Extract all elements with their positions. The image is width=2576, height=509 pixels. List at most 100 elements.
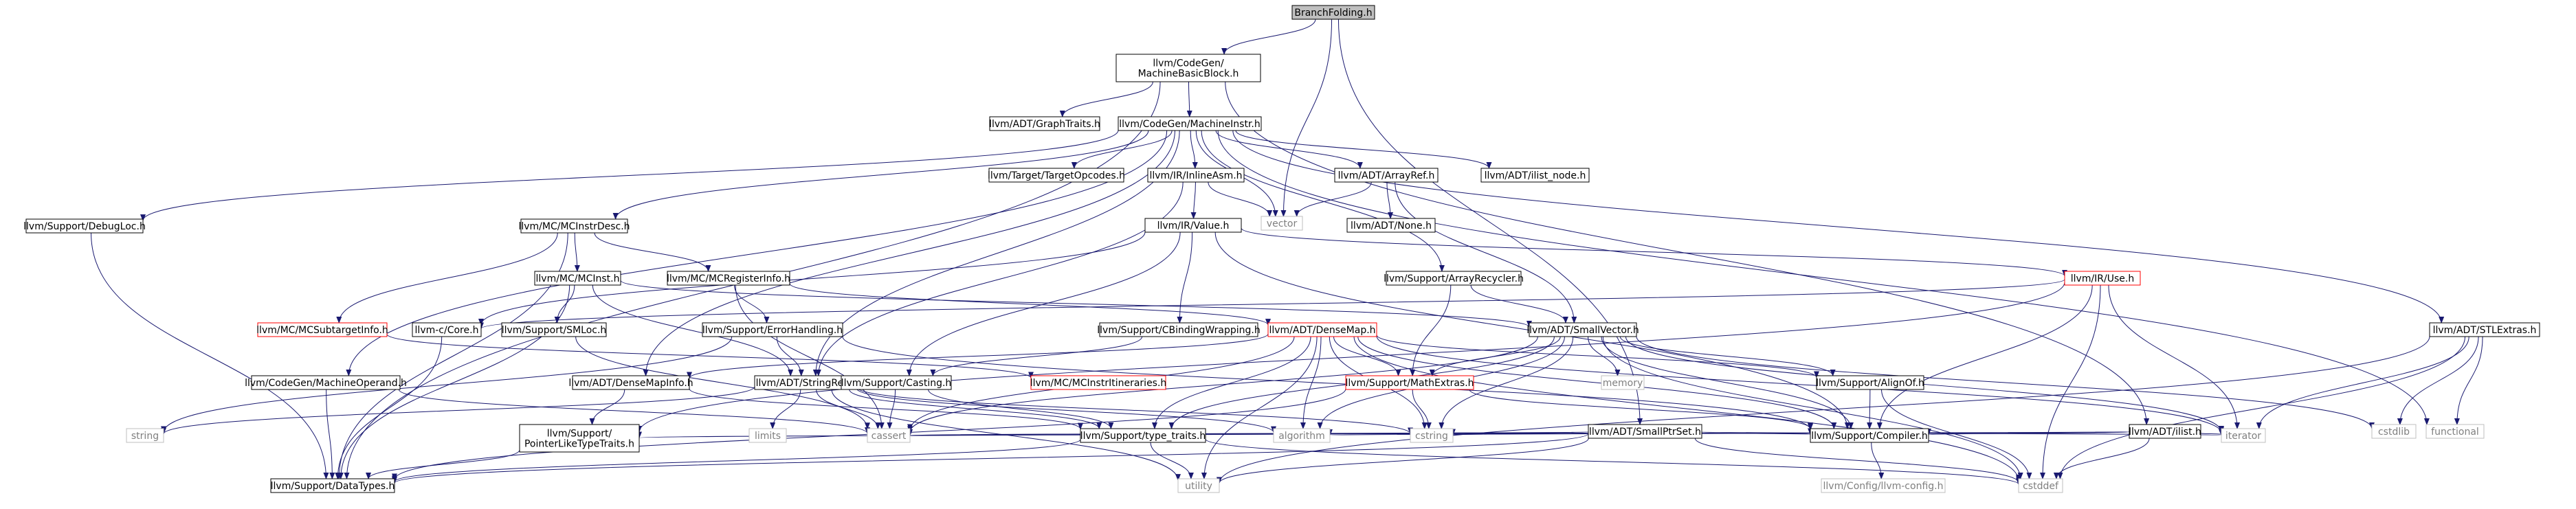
node-label: algorithm bbox=[1278, 431, 1325, 442]
node-datatypes[interactable]: llvm/Support/DataTypes.h bbox=[270, 478, 395, 493]
node-graphtraits[interactable]: llvm/ADT/GraphTraits.h bbox=[989, 116, 1100, 131]
node-mathextras[interactable]: llvm/Support/MathExtras.h bbox=[1345, 375, 1474, 390]
edge-machineinstr-to-stringref bbox=[812, 130, 1180, 376]
node-smallvector[interactable]: llvm/ADT/SmallVector.h bbox=[1526, 322, 1639, 337]
node-pointerlike[interactable]: llvm/Support/PointerLikeTypeTraits.h bbox=[519, 424, 640, 453]
node-machineoperand[interactable]: llvm/CodeGen/MachineOperand.h bbox=[245, 375, 407, 390]
node-limits[interactable]: limits bbox=[748, 428, 787, 443]
node-alignof[interactable]: llvm/Support/AlignOf.h bbox=[1816, 375, 1924, 390]
node-smloc[interactable]: llvm/Support/SMLoc.h bbox=[501, 322, 607, 337]
node-root[interactable]: BranchFolding.h bbox=[1291, 5, 1375, 20]
node-box bbox=[572, 375, 690, 390]
node-box bbox=[1080, 428, 1206, 443]
node-mcsubtarget[interactable]: llvm/MC/MCSubtargetInfo.h bbox=[256, 322, 388, 337]
edge-machineinstr-to-stlextras bbox=[1232, 130, 2445, 324]
node-arrayrecycler[interactable]: llvm/Support/ArrayRecycler.h bbox=[1384, 271, 1524, 286]
node-debugloc[interactable]: llvm/Support/DebugLoc.h bbox=[23, 218, 146, 234]
node-label: llvm/Support/CBindingWrapping.h bbox=[1097, 325, 1260, 336]
node-box bbox=[1816, 375, 1924, 390]
edge-smallptrset-to-cassert bbox=[909, 429, 1589, 436]
node-mcinstrdesc[interactable]: llvm/MC/MCInstrDesc.h bbox=[518, 218, 630, 234]
node-algorithm[interactable]: algorithm bbox=[1273, 428, 1331, 443]
node-mcinstritin[interactable]: llvm/MC/MCInstrItineraries.h bbox=[1030, 375, 1167, 390]
edge-arrayref-to-smallvector bbox=[1395, 181, 1577, 324]
edge-mcinst-to-smloc bbox=[554, 284, 575, 324]
node-iterator[interactable]: iterator bbox=[2221, 428, 2266, 443]
node-cassert[interactable]: cassert bbox=[867, 428, 911, 443]
edge-pointerlike-to-datatypes bbox=[366, 449, 520, 479]
node-label: llvm/Support/Compiler.h bbox=[1811, 431, 1928, 442]
edge-smallvector-to-alignof bbox=[1619, 336, 1836, 376]
edge-alignof-to-compiler bbox=[1867, 389, 1873, 429]
node-label: llvm/Support/SMLoc.h bbox=[502, 325, 607, 336]
node-stlextras[interactable]: llvm/ADT/STLExtras.h bbox=[2429, 322, 2540, 337]
node-stringref[interactable]: llvm/ADT/StringRef.h bbox=[754, 375, 857, 390]
node-label: iterator bbox=[2225, 431, 2261, 442]
node-compiler[interactable]: llvm/Support/Compiler.h bbox=[1810, 428, 1929, 443]
edge-mcreginfo-to-cassert bbox=[735, 284, 885, 429]
node-box bbox=[1588, 424, 1702, 439]
edge-root-to-vector bbox=[1280, 19, 1333, 217]
node-functional[interactable]: functional bbox=[2425, 424, 2485, 439]
node-densemapinfo[interactable]: llvm/ADT/DenseMapInfo.h bbox=[568, 375, 693, 390]
edge-machineoperand-to-datatypes bbox=[326, 389, 335, 479]
node-smallptrset[interactable]: llvm/ADT/SmallPtrSet.h bbox=[1588, 424, 1702, 439]
edge-casting-to-typetraits bbox=[928, 389, 1114, 429]
node-use[interactable]: llvm/IR/Use.h bbox=[2064, 271, 2141, 286]
node-label: llvm-c/Core.h bbox=[415, 325, 479, 336]
node-box bbox=[841, 375, 952, 390]
edge-core-to-datatypes bbox=[335, 336, 443, 479]
node-value[interactable]: llvm/IR/Value.h bbox=[1144, 218, 1242, 233]
node-mcinst[interactable]: llvm/MC/MCInst.h bbox=[534, 271, 621, 286]
edge-stringref-to-algorithm bbox=[856, 387, 1276, 433]
node-none[interactable]: llvm/ADT/None.h bbox=[1346, 218, 1436, 233]
node-casting[interactable]: llvm/Support/Casting.h bbox=[841, 375, 952, 390]
node-arrayref[interactable]: llvm/ADT/ArrayRef.h bbox=[1334, 168, 1439, 183]
node-string[interactable]: string bbox=[126, 428, 164, 443]
edge-arrayref-to-none bbox=[1386, 181, 1394, 219]
node-box bbox=[25, 218, 144, 234]
node-typetraits[interactable]: llvm/Support/type_traits.h bbox=[1080, 428, 1206, 443]
edge-machineinstr-to-arrayrecycler bbox=[1201, 130, 1445, 272]
node-errorhandling[interactable]: llvm/Support/ErrorHandling.h bbox=[702, 322, 843, 337]
node-box bbox=[1410, 428, 1454, 443]
node-ilistnode[interactable]: llvm/ADT/ilist_node.h bbox=[1480, 168, 1590, 183]
edge-machineinstr-to-mcinstrdesc bbox=[612, 130, 1149, 220]
node-box bbox=[1099, 322, 1258, 337]
edge-machineinstr-to-ilistnode bbox=[1235, 130, 1492, 169]
node-memory[interactable]: memory bbox=[1601, 375, 1645, 390]
node-box bbox=[412, 322, 482, 337]
edge-machineinstr-to-functional bbox=[1217, 130, 2430, 425]
node-cbinding[interactable]: llvm/Support/CBindingWrapping.h bbox=[1097, 322, 1261, 337]
node-cstdlib[interactable]: cstdlib bbox=[2371, 424, 2417, 439]
edge-use-to-iterator bbox=[2108, 284, 2241, 429]
node-label: llvm/Support/ErrorHandling.h bbox=[702, 325, 843, 336]
edge-densemap-to-mathextras bbox=[1333, 336, 1401, 376]
node-inlineasm[interactable]: llvm/IR/InlineAsm.h bbox=[1147, 168, 1245, 183]
node-box bbox=[1115, 54, 1261, 82]
node-label: llvm/ADT/ilist_node.h bbox=[1485, 170, 1586, 181]
edge-root-to-mbb bbox=[1221, 19, 1316, 55]
node-label: llvm/IR/Use.h bbox=[2071, 273, 2134, 284]
node-box bbox=[1821, 478, 1946, 493]
node-box bbox=[2018, 478, 2063, 493]
node-core[interactable]: llvm-c/Core.h bbox=[412, 322, 482, 337]
edge-value-to-casting bbox=[906, 231, 1181, 376]
node-machineinstr[interactable]: llvm/CodeGen/MachineInstr.h bbox=[1118, 116, 1262, 131]
node-vector[interactable]: vector bbox=[1261, 216, 1303, 231]
node-cstddef[interactable]: cstddef bbox=[2018, 478, 2063, 493]
node-densemap[interactable]: llvm/ADT/DenseMap.h bbox=[1267, 322, 1377, 337]
edge-ilist-to-compiler bbox=[1927, 428, 2130, 436]
edge-smallvector-to-cstring bbox=[1439, 336, 1574, 429]
node-utility[interactable]: utility bbox=[1177, 478, 1220, 493]
edge-stlextras-to-iterator bbox=[2256, 336, 2469, 429]
node-mbb[interactable]: llvm/CodeGen/MachineBasicBlock.h bbox=[1115, 54, 1261, 82]
edge-mcinst-to-smallvector bbox=[620, 280, 1532, 328]
node-cstring[interactable]: cstring bbox=[1410, 428, 1454, 443]
edge-arrayref-to-vector bbox=[1293, 181, 1372, 217]
node-ilist[interactable]: llvm/ADT/ilist.h bbox=[2129, 424, 2201, 439]
node-mcreginfo[interactable]: llvm/MC/MCRegisterInfo.h bbox=[667, 271, 790, 286]
node-targetopcodes[interactable]: llvm/Target/TargetOpcodes.h bbox=[988, 168, 1125, 183]
node-llvmconfig[interactable]: llvm/Config/llvm-config.h bbox=[1821, 478, 1946, 493]
node-label: utility bbox=[1185, 481, 1212, 492]
